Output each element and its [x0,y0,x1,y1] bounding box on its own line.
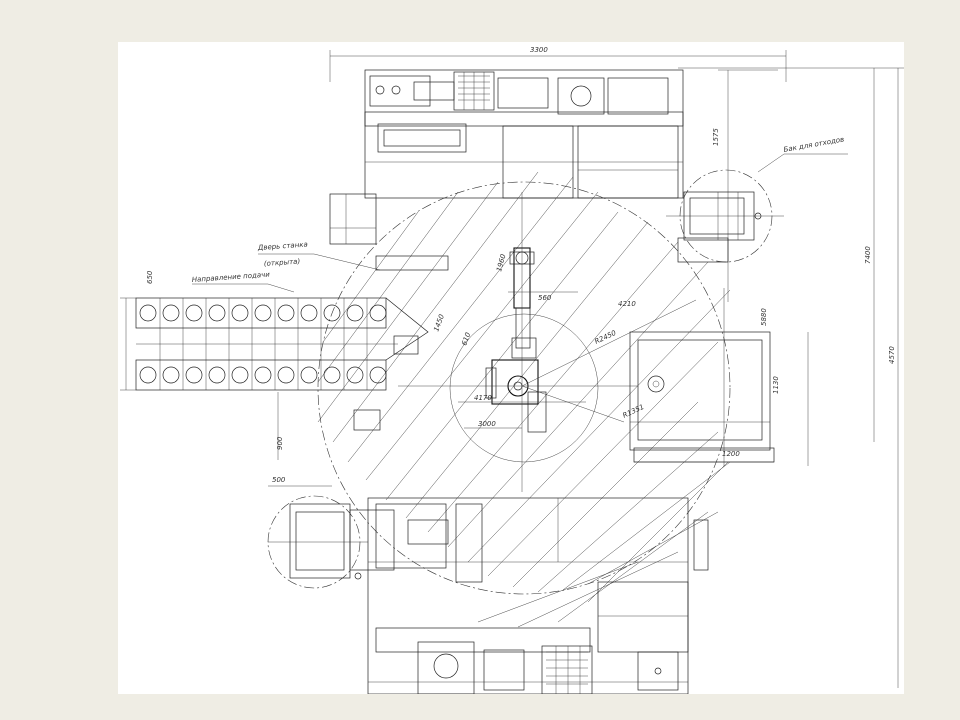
dim-text-radius-outer: R2450 [593,329,617,346]
drawing-canvas: 3300 [120,46,904,694]
dim-text-mid-right-b: 1130 [772,376,780,394]
dim-text-left-a: 900 [276,436,284,450]
dim-text-right-total: 4570 [888,346,896,364]
dim-text-right-small: 1575 [712,128,720,146]
robot [398,192,697,492]
safety-hatch [317,171,731,628]
dim-text-mid-right-a: 5880 [760,308,768,326]
dim-text-robot-b: 4170 [474,394,492,402]
dim-text-robot-a: 4210 [618,300,636,308]
technical-layout-drawing: 3300 [118,42,904,694]
dim-text-top-width: 3300 [530,46,548,54]
top-machine [329,69,684,245]
dim-text-left-b: 500 [272,476,286,484]
dim-text-rail-height: 650 [146,270,154,284]
dim-text-right-upper: 7400 [864,246,872,264]
robot-reach-inner [449,313,599,463]
loading-rail [120,297,429,391]
dim-text-bottom-right: 1200 [722,450,740,458]
dim-text-robot-f: 1960 [495,253,507,273]
dim-text-robot-c: 3000 [478,420,496,428]
label-loading-direction: Направление подачи [192,271,271,284]
dim-text-radius-inner: R1351 [621,403,645,420]
door-panel [375,255,449,271]
dim-text-robot-e: 610 [460,331,472,347]
label-door: Дверь станка [257,241,308,253]
sensor-box [353,409,381,431]
label-door-sub: (открыта) [264,257,301,268]
work-area-circle [317,181,731,595]
electrode-box: Бак для отходов [666,135,848,263]
bottom-machine [367,497,709,694]
dim-text-robot-g: 560 [538,294,552,302]
dim-text-robot-d: 1450 [432,313,446,333]
label-electrode-box: Бак для отходов [783,135,845,154]
right-machine [629,288,809,466]
bottom-left-unit [267,495,395,589]
